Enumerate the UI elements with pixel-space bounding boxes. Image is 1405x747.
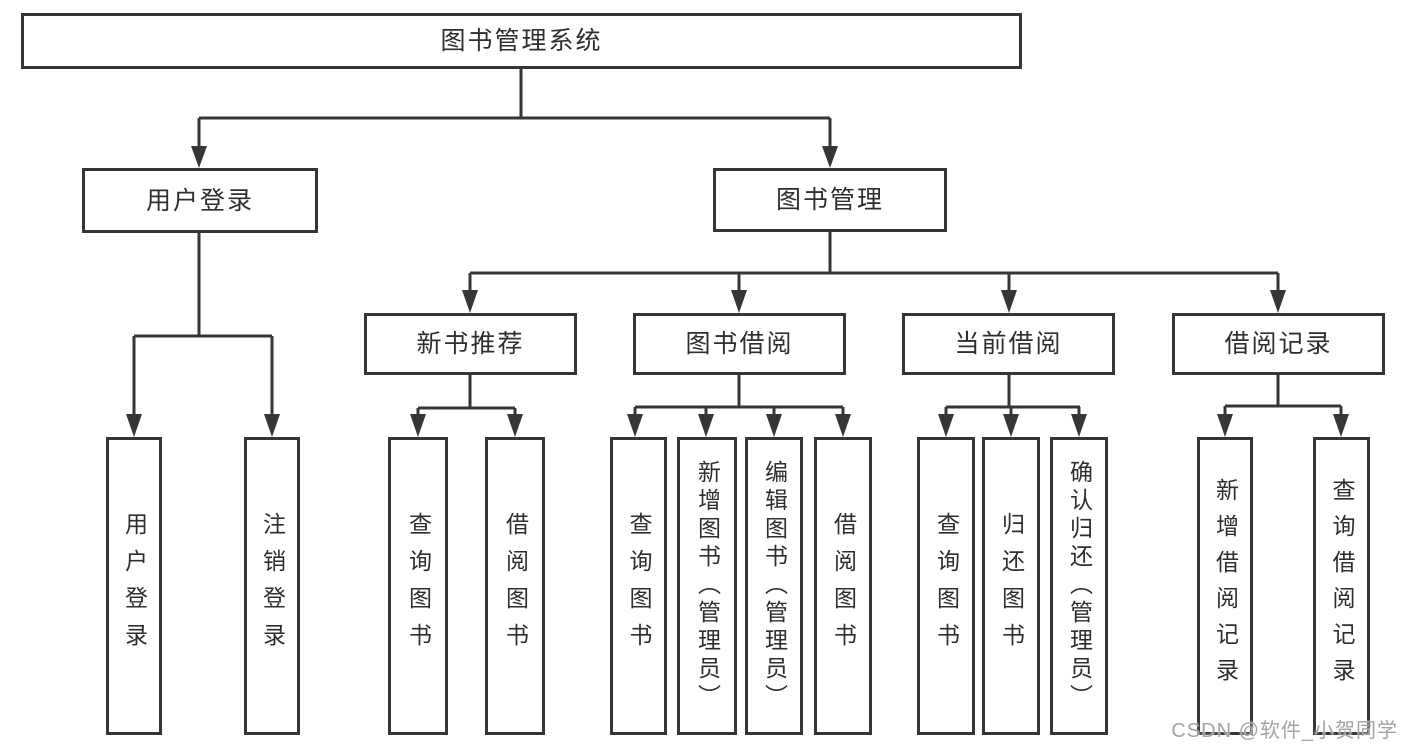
leaf-query-book-borrowing: 查询图书 (610, 437, 667, 735)
leaf-query-borrow-record: 查询借阅记录 (1313, 437, 1370, 735)
leaf-add-borrow-record: 新增借阅记录 (1197, 437, 1253, 735)
leaf-borrow-book: 借阅图书 (814, 437, 872, 735)
node-root-system: 图书管理系统 (21, 13, 1022, 69)
node-current-borrowing: 当前借阅 (902, 313, 1115, 375)
node-user-login: 用户登录 (82, 168, 318, 233)
leaf-add-book-admin: 新增图书（管理员） (677, 437, 737, 735)
leaf-query-book-recommend: 查询图书 (388, 437, 448, 735)
leaf-query-book-current: 查询图书 (917, 437, 975, 735)
leaf-borrow-book-recommend: 借阅图书 (485, 437, 545, 735)
leaf-edit-book-admin: 编辑图书（管理员） (745, 437, 803, 735)
node-book-management: 图书管理 (713, 168, 947, 232)
node-book-borrowing: 图书借阅 (633, 313, 846, 375)
leaf-user-login: 用户登录 (106, 437, 162, 735)
leaf-return-book: 归还图书 (982, 437, 1040, 735)
leaf-logout: 注销登录 (244, 437, 300, 735)
csdn-watermark: CSDN @软件_小贺同学 (1171, 720, 1398, 742)
node-new-book-recommend: 新书推荐 (364, 313, 577, 375)
node-borrow-records: 借阅记录 (1172, 313, 1385, 375)
leaf-confirm-return-admin: 确认归还（管理员） (1050, 437, 1108, 735)
